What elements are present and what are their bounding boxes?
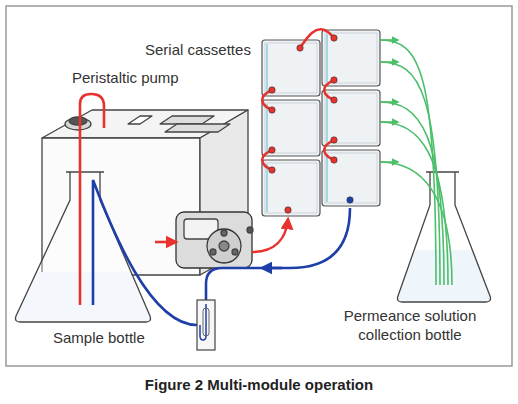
- port: [331, 137, 337, 143]
- port: [269, 107, 275, 113]
- permeate-line: [380, 161, 398, 163]
- port: [331, 157, 337, 163]
- port: [331, 97, 337, 103]
- return-tube: [206, 208, 350, 300]
- feed-tube: [155, 241, 176, 244]
- permeate-lines: [380, 40, 452, 285]
- cassette: [262, 40, 320, 96]
- cassette: [262, 160, 320, 216]
- permeate-line: [380, 39, 398, 41]
- label: Permeance solution collection bottle: [330, 306, 490, 344]
- cassette-link: [300, 29, 334, 48]
- permeate-line: [380, 62, 440, 285]
- label: Sample bottle: [53, 328, 145, 347]
- port: [269, 167, 275, 173]
- permeate-line: [380, 61, 398, 63]
- port: [285, 207, 291, 213]
- port: [331, 35, 337, 41]
- port: [347, 197, 353, 203]
- port: [269, 87, 275, 93]
- figure-caption: Figure 2 Multi-module operation: [0, 376, 518, 393]
- permeate-line: [380, 122, 448, 285]
- feed-tube: [252, 219, 288, 252]
- sample-bottle: [16, 172, 151, 322]
- cassette: [322, 30, 380, 86]
- cassette: [262, 100, 320, 156]
- permeate-line: [380, 101, 398, 103]
- return-tube: [93, 180, 197, 325]
- flow-cell: [197, 300, 215, 350]
- port: [331, 77, 337, 83]
- label: Peristaltic pump: [72, 68, 179, 87]
- serial-cassettes: [262, 29, 380, 216]
- label: Serial cassettes: [145, 40, 251, 59]
- port: [297, 45, 303, 51]
- permeate-line: [380, 40, 436, 285]
- figure-frame: [6, 6, 512, 366]
- port: [269, 147, 275, 153]
- permeate-line: [380, 162, 452, 285]
- permeate-line: [380, 121, 398, 123]
- return-tube: [262, 267, 282, 270]
